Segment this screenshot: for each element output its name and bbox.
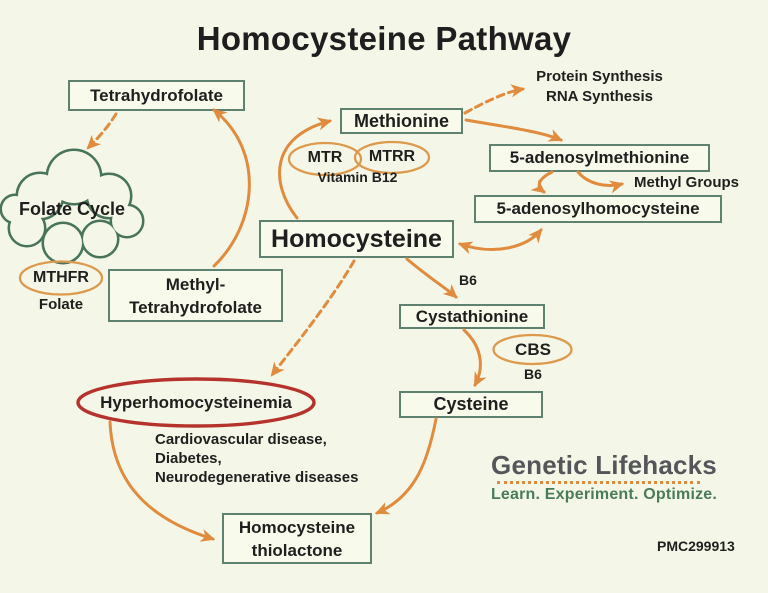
brand-name: Genetic Lifehacks: [491, 450, 717, 480]
enzyme-mthfr-label: MTHFR: [33, 269, 89, 286]
brand-dotted-separator: [497, 481, 700, 484]
outcome-line: Cardiovascular disease,: [155, 431, 327, 448]
node-methyl-tetrahydrofolate-box: Methyl- Tetrahydrofolate: [108, 269, 283, 322]
outcome-line: Diabetes,: [155, 450, 222, 467]
node-cystathionine-label: Cystathionine: [415, 306, 529, 326]
arrow-tetrahydrofolate-to-folate-cycle: [86, 112, 118, 150]
node-methionine-label: Methionine: [354, 110, 449, 131]
brand-tagline: Learn. Experiment. Optimize.: [490, 486, 718, 503]
folate-label: Folate: [38, 296, 84, 313]
arrow-homocysteine-to-cystathionine: [405, 257, 458, 299]
b6-upper-label: B6: [459, 272, 477, 288]
node-adenosylhomocysteine-label: 5-adenosylhomocysteine: [496, 199, 700, 219]
hyperhomocysteinemia-label: Hyperhomocysteinemia: [100, 393, 292, 412]
arrow-methyl-tetrahydrofolate-to-tetrahydrofolate: [212, 108, 251, 268]
arrow-adenosylhomocysteine-homocysteine-bidirectional: [457, 228, 543, 255]
node-adenosylhomocysteine-box: 5-adenosylhomocysteine: [474, 195, 722, 223]
node-cysteine-label: Cysteine: [433, 394, 509, 415]
node-methionine-box: Methionine: [340, 108, 463, 134]
page-title: Homocysteine Pathway: [196, 20, 572, 57]
node-tetrahydrofolate-box: Tetrahydrofolate: [68, 80, 245, 111]
node-cysteine-box: Cysteine: [399, 391, 543, 418]
b6-lower-label: B6: [524, 366, 542, 382]
rna-synthesis-label: RNA Synthesis: [546, 88, 653, 105]
node-cystathionine-box: Cystathionine: [399, 304, 545, 329]
node-homocysteine-thiolactone-line1: Homocysteine: [238, 517, 356, 537]
node-tetrahydrofolate-label: Tetrahydrofolate: [90, 85, 223, 105]
arrow-cysteine-to-homocysteine-thiolactone: [374, 417, 438, 515]
arrow-cystathionine-to-cysteine: [462, 328, 487, 387]
reference-id: PMC299913: [657, 538, 735, 554]
node-homocysteine-thiolactone-line2: thiolactone: [251, 540, 343, 560]
outcome-line: Neurodegenerative diseases: [155, 469, 359, 486]
protein-synthesis-label: Protein Synthesis: [536, 68, 663, 85]
enzyme-mtrr-label: MTRR: [368, 148, 416, 165]
enzyme-cbs-label: CBS: [515, 340, 551, 359]
node-homocysteine-box: Homocysteine: [259, 220, 454, 258]
node-methyl-tetrahydrofolate-line2: Tetrahydrofolate: [129, 297, 262, 317]
node-adenosylmethionine-label: 5-adenosylmethionine: [509, 148, 690, 168]
arrow-adenosylmethionine-to-methyl-groups: [576, 170, 625, 194]
node-methyl-tetrahydrofolate-line1: Methyl-: [165, 274, 226, 294]
node-adenosylmethionine-box: 5-adenosylmethionine: [489, 144, 710, 172]
synthesis-annotation: Protein Synthesis RNA Synthesis: [512, 67, 687, 107]
outcomes-list: Cardiovascular disease, Diabetes, Neurod…: [155, 430, 358, 487]
arrow-methionine-to-adenosylmethionine: [464, 118, 564, 142]
arrow-adenosylmethionine-to-adenosylhomocysteine: [530, 170, 554, 194]
vitamin-b12-label: Vitamin B12: [317, 169, 398, 185]
node-homocysteine-label: Homocysteine: [271, 224, 442, 253]
enzyme-mtr-label: MTR: [307, 149, 343, 166]
methyl-groups-label: Methyl Groups: [634, 174, 740, 191]
node-homocysteine-thiolactone-box: Homocysteine thiolactone: [222, 513, 372, 564]
arrow-homocysteine-to-hyperhomocysteinemia: [270, 259, 356, 377]
folate-cycle-label: Folate Cycle: [18, 199, 126, 219]
